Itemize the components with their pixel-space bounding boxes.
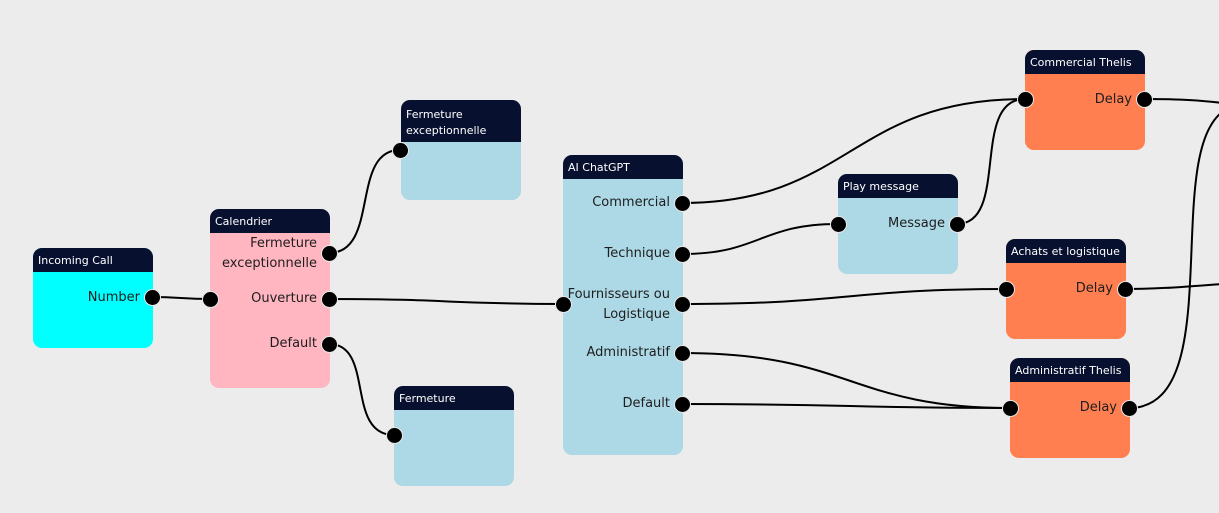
edge-default-ai-to-administratif-thelis[interactable] [681,403,1011,409]
edge-achats-delay-offscreen[interactable] [1124,283,1219,290]
node-title: Play message [838,174,958,198]
port-label-default: Default [622,396,671,411]
port-incoming-call-number-out[interactable] [144,289,161,306]
edge-technique-to-play-message[interactable] [681,223,839,255]
edge-administratif-delay-offscreen[interactable] [1128,110,1219,409]
node-title: Fermeture exceptionnelle [401,100,521,142]
port-achats-logistique-delay-out[interactable] [1117,281,1134,298]
node-title: Achats et logistique [1006,239,1126,263]
port-administratif-thelis-in[interactable] [1002,400,1019,417]
port-fermeture-in[interactable] [386,427,403,444]
port-label-number: Number [87,290,140,305]
port-achats-logistique-in[interactable] [998,281,1015,298]
node-calendrier[interactable]: Calendrier Fermeture exceptionnelle Ouve… [210,209,330,388]
port-label-message: Message [888,216,945,231]
port-calendrier-in[interactable] [202,291,219,308]
node-play-message[interactable]: Play message Message [838,174,958,274]
port-play-message-out[interactable] [949,216,966,233]
node-achats-logistique[interactable]: Achats et logistique Delay [1006,239,1126,339]
port-ai-technique-out[interactable] [674,246,691,263]
port-label-delay: Delay [1075,281,1113,296]
edge-fournisseurs-to-achats[interactable] [681,288,1007,305]
edge-default-to-fermeture[interactable] [328,343,395,436]
node-administratif-thelis[interactable]: Administratif Thelis Delay [1010,358,1130,458]
node-fermeture-exceptionnelle[interactable]: Fermeture exceptionnelle [401,100,521,200]
node-ai-chatgpt[interactable]: AI ChatGPT Commercial Technique Fourniss… [563,155,683,455]
node-title: Incoming Call [33,248,153,272]
port-commercial-thelis-delay-out[interactable] [1136,91,1153,108]
node-title: AI ChatGPT [563,155,683,179]
node-incoming-call[interactable]: Incoming Call Number [33,248,153,348]
node-title: Calendrier [210,209,330,233]
port-ai-chatgpt-in[interactable] [555,296,572,313]
edge-administratif-to-administratif-thelis[interactable] [681,352,1011,409]
node-title: Fermeture [394,386,514,410]
port-ai-default-out[interactable] [674,396,691,413]
edge-message-to-commercial-thelis[interactable] [956,98,1026,225]
port-label-fermeture-exceptionnelle: Fermeture exceptionnelle [222,236,317,271]
port-label-ouverture: Ouverture [251,291,317,306]
node-fermeture[interactable]: Fermeture [394,386,514,486]
port-administratif-thelis-delay-out[interactable] [1121,400,1138,417]
port-ai-fournisseurs-out[interactable] [674,296,691,313]
port-label-delay: Delay [1079,400,1117,415]
port-label-delay: Delay [1094,92,1132,107]
port-ai-administratif-out[interactable] [674,345,691,362]
port-label-commercial: Commercial [592,195,670,210]
port-calendrier-fermeture-exceptionnelle-out[interactable] [321,245,338,262]
node-title: Commercial Thelis [1025,50,1145,74]
edge-fermeture-exceptionnelle-to-node[interactable] [328,149,401,254]
port-label-administratif: Administratif [586,345,670,360]
edge-commercial-delay-offscreen[interactable] [1143,98,1219,105]
port-label-technique: Technique [604,246,670,261]
node-commercial-thelis[interactable]: Commercial Thelis Delay [1025,50,1145,150]
port-calendrier-ouverture-out[interactable] [321,291,338,308]
port-label-fournisseurs-logistique: Fournisseurs ou Logistique [567,287,670,322]
port-ai-commercial-out[interactable] [674,195,691,212]
port-commercial-thelis-in[interactable] [1017,91,1034,108]
edge-ouverture-to-ai[interactable] [328,298,564,305]
port-play-message-in[interactable] [830,216,847,233]
node-title: Administratif Thelis [1010,358,1130,382]
port-fermeture-exceptionnelle-in[interactable] [392,142,409,159]
port-label-default: Default [269,336,318,351]
port-calendrier-default-out[interactable] [321,336,338,353]
